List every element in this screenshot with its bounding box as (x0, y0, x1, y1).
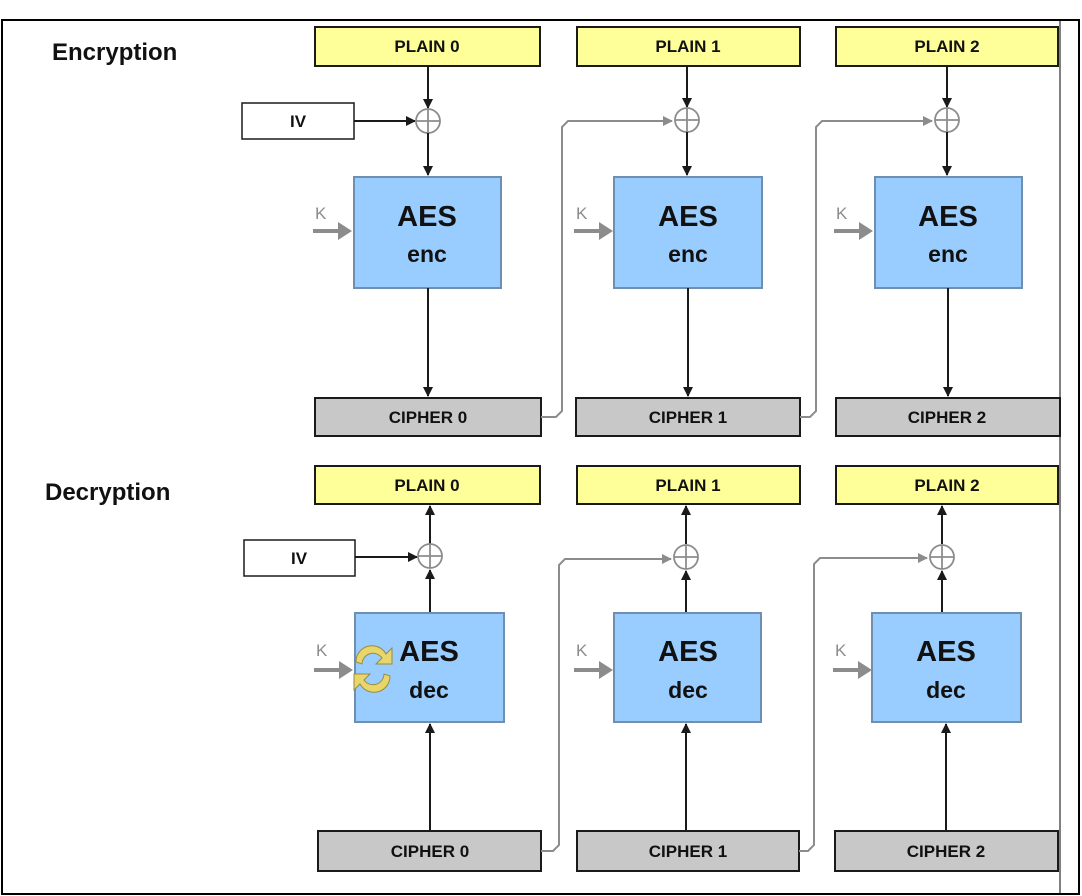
enc-aes-1-title: AES (658, 201, 718, 233)
dec-aes-2-title: AES (916, 636, 976, 668)
enc-plain-2: PLAIN 2 (835, 26, 1059, 67)
enc-plain-1: PLAIN 1 (576, 26, 801, 67)
dec-iv-box: IV (243, 539, 356, 577)
decryption-section: PLAIN 0 PLAIN 1 PLAIN 2 IV (243, 465, 1059, 872)
enc-aes-2-title: AES (918, 201, 978, 233)
xor-icon (674, 107, 700, 133)
enc-aes-block-2: AES enc (874, 176, 1023, 289)
dec-chain-0-1 (541, 554, 672, 852)
dec-key-1-label: K (576, 641, 588, 660)
dec-plain-0-label: PLAIN 0 (394, 476, 459, 495)
key-update-icon (353, 645, 393, 693)
dec-plain-0: PLAIN 0 (314, 465, 541, 505)
enc-chain-0-1 (541, 116, 673, 418)
key-arrow-icon: K (314, 641, 353, 679)
key-arrow-icon: K (834, 204, 873, 240)
enc-cipher-1: CIPHER 1 (575, 397, 801, 437)
enc-aes-block-0: AES enc (353, 176, 502, 289)
dec-aes-block-0: AES dec (354, 612, 505, 723)
key-arrow-icon: K (574, 204, 613, 240)
encryption-section: PLAIN 0 PLAIN 1 PLAIN 2 IV (241, 26, 1061, 437)
enc-plain-0-label: PLAIN 0 (394, 37, 459, 56)
enc-plain-0: PLAIN 0 (314, 26, 541, 67)
dec-cipher-2-label: CIPHER 2 (907, 842, 985, 861)
dec-aes-block-1: AES dec (613, 612, 762, 723)
dec-plain-1: PLAIN 1 (576, 465, 801, 505)
enc-aes-block-1: AES enc (613, 176, 763, 289)
enc-aes-0-title: AES (397, 201, 457, 233)
dec-key-0-label: K (316, 641, 328, 660)
enc-cipher-0: CIPHER 0 (314, 397, 542, 437)
enc-cipher-2: CIPHER 2 (835, 397, 1061, 437)
key-arrow-icon: K (313, 204, 352, 240)
outer-border (1, 19, 1080, 895)
dec-iv-label: IV (291, 549, 308, 568)
xor-icon (934, 107, 960, 133)
enc-aes-0-mode: enc (407, 241, 447, 267)
key-arrow-icon: K (574, 641, 613, 679)
dec-aes-0-mode: dec (409, 677, 449, 703)
enc-plain-2-label: PLAIN 2 (914, 37, 979, 56)
dec-aes-0-title: AES (399, 636, 459, 668)
dec-key-2-label: K (835, 641, 847, 660)
dec-cipher-0-label: CIPHER 0 (391, 842, 469, 861)
dec-plain-2: PLAIN 2 (835, 465, 1059, 505)
enc-aes-2-mode: enc (928, 241, 968, 267)
dec-plain-1-label: PLAIN 1 (655, 476, 720, 495)
dec-cipher-2: CIPHER 2 (834, 830, 1059, 872)
xor-icon (415, 108, 441, 134)
dec-cipher-1-label: CIPHER 1 (649, 842, 727, 861)
enc-key-1-label: K (576, 204, 588, 223)
dec-aes-2-mode: dec (926, 677, 966, 703)
dec-aes-block-2: AES dec (871, 612, 1022, 723)
enc-key-2-label: K (836, 204, 848, 223)
xor-icon (673, 544, 699, 570)
dec-cipher-1: CIPHER 1 (576, 830, 800, 872)
dec-aes-1-mode: dec (668, 677, 708, 703)
decryption-title: Decryption (45, 479, 170, 506)
enc-key-0-label: K (315, 204, 327, 223)
dec-cipher-0: CIPHER 0 (317, 830, 542, 872)
enc-plain-1-label: PLAIN 1 (655, 37, 720, 56)
enc-iv-box: IV (241, 102, 355, 140)
enc-cipher-2-label: CIPHER 2 (908, 408, 986, 427)
enc-cipher-0-label: CIPHER 0 (389, 408, 467, 427)
key-arrow-icon: K (833, 641, 872, 679)
enc-aes-1-mode: enc (668, 241, 708, 267)
enc-iv-label: IV (290, 112, 307, 131)
xor-icon (929, 544, 955, 570)
dec-chain-1-2 (799, 553, 928, 852)
xor-icon (417, 543, 443, 569)
dec-plain-2-label: PLAIN 2 (914, 476, 979, 495)
dec-aes-1-title: AES (658, 636, 718, 668)
enc-chain-1-2 (800, 116, 933, 418)
encryption-title: Encryption (52, 39, 177, 66)
enc-cipher-1-label: CIPHER 1 (649, 408, 727, 427)
